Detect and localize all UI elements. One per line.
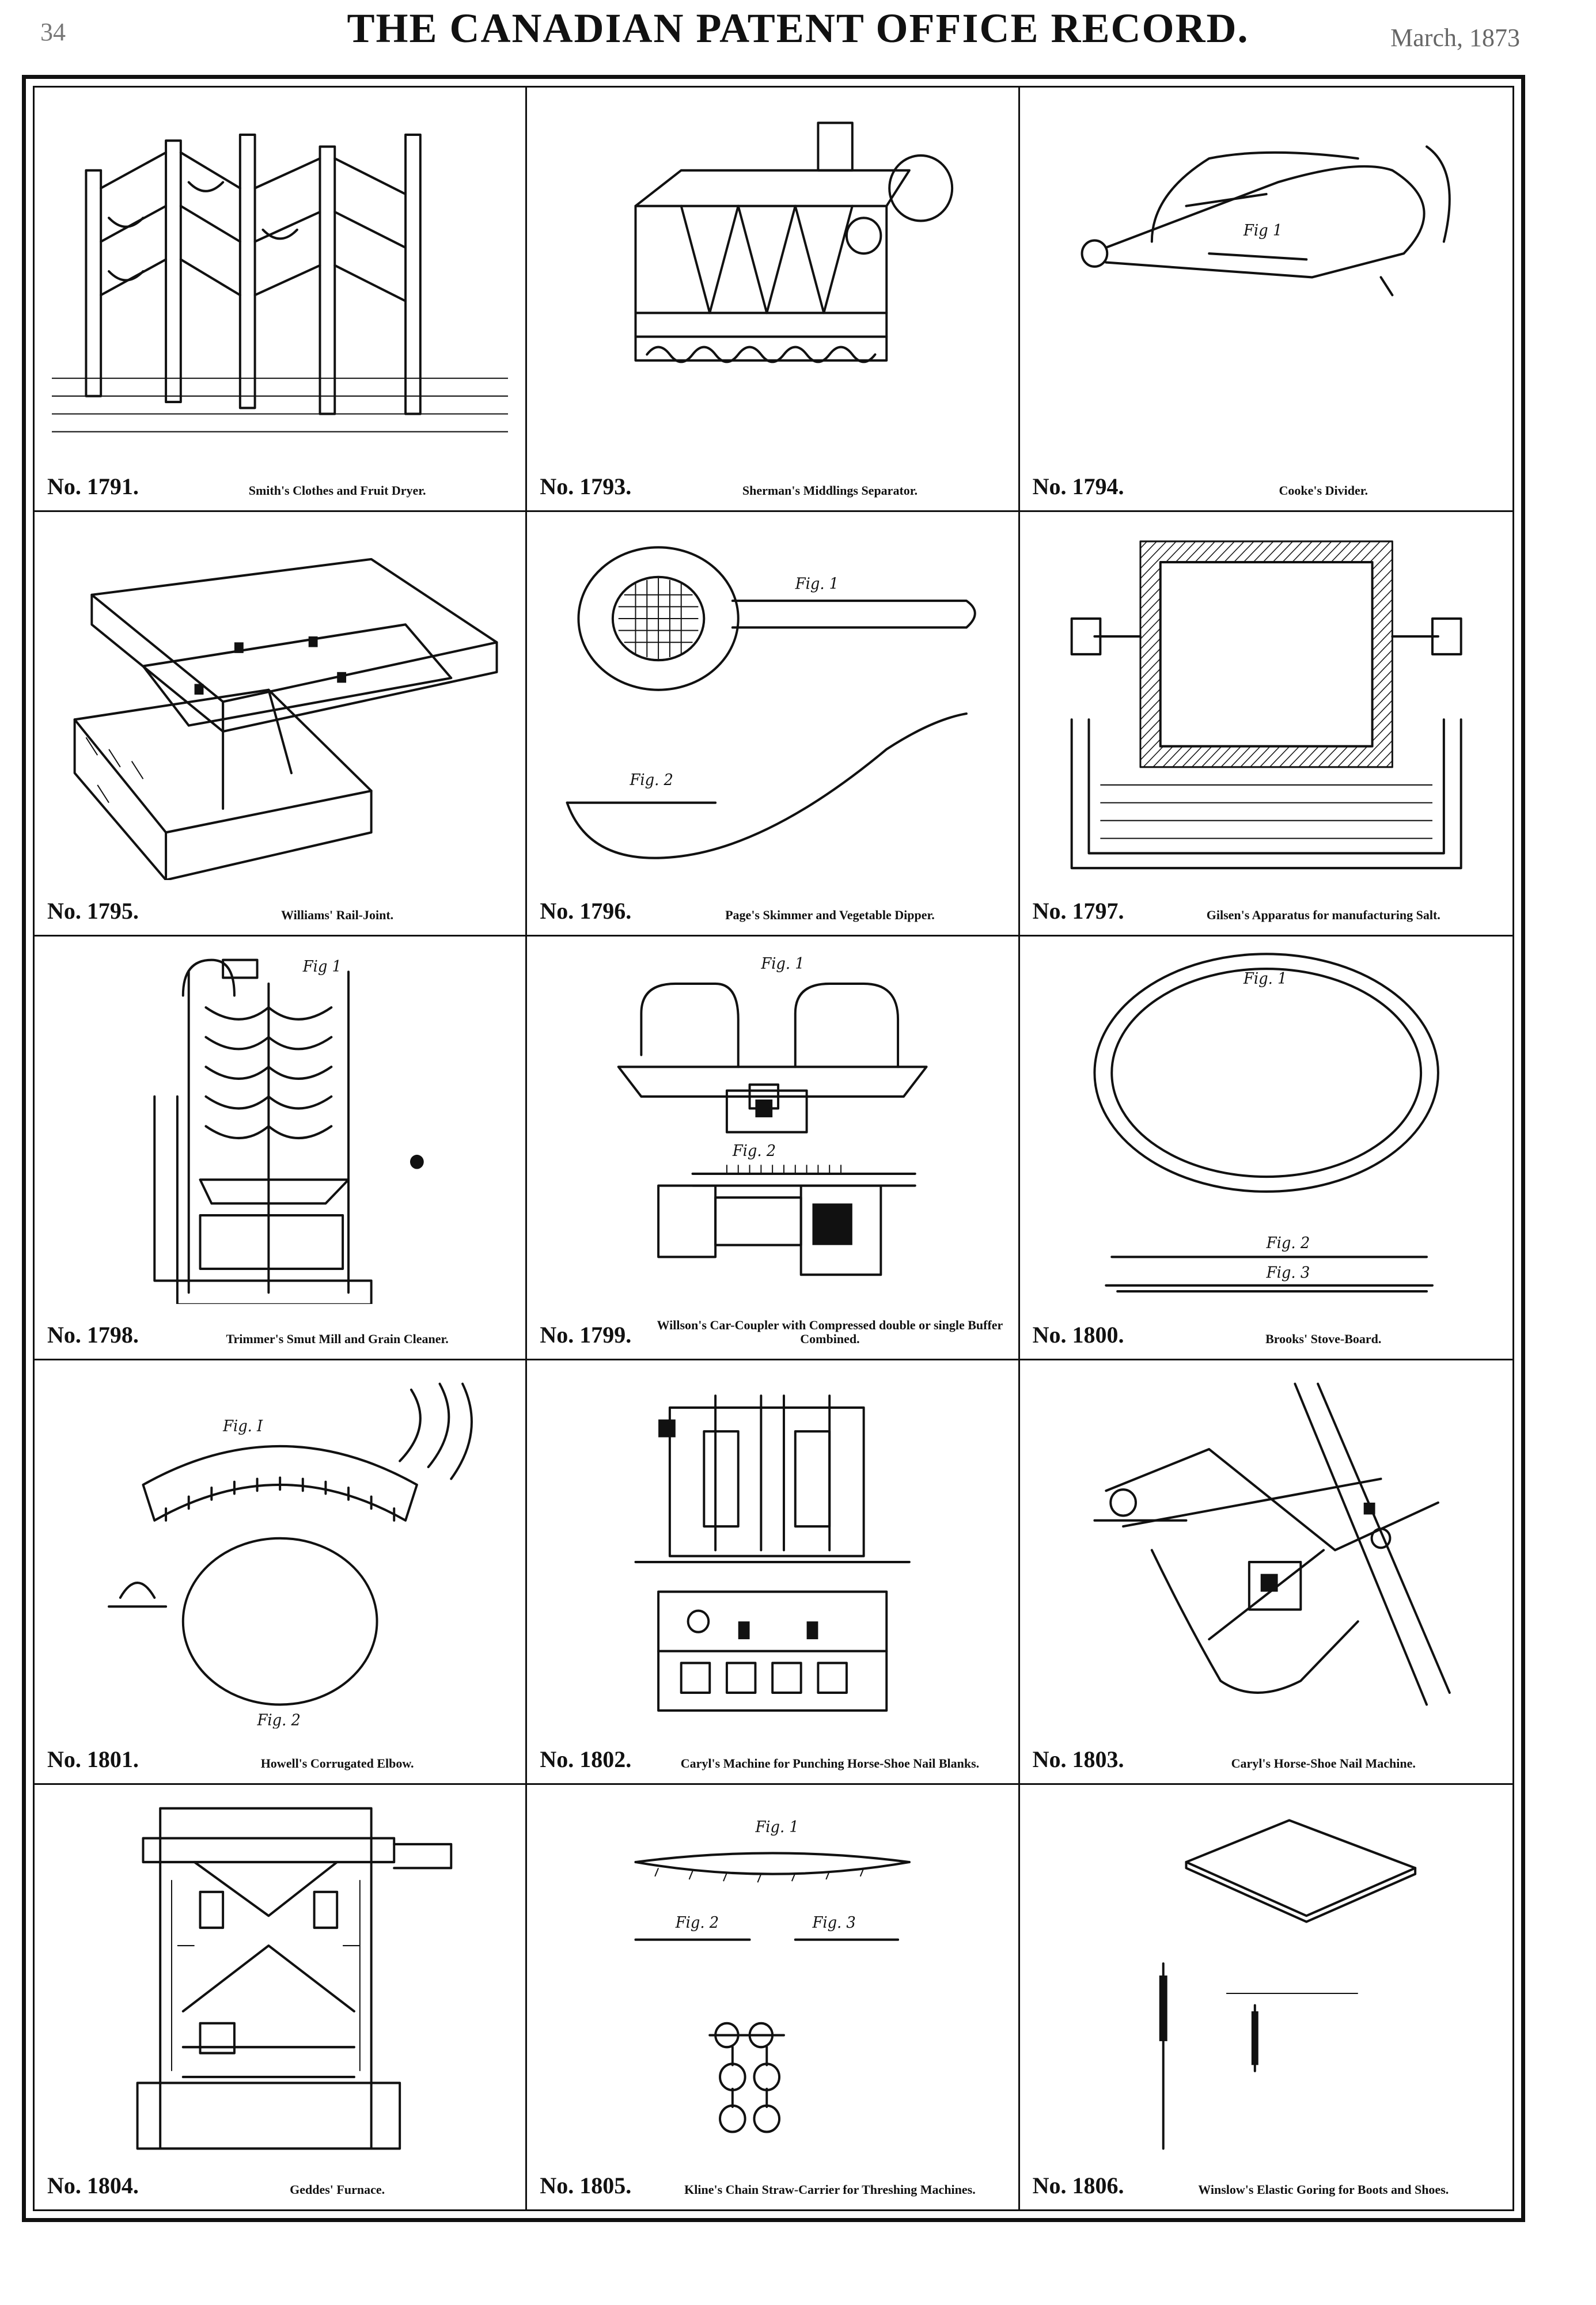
patent-cell-1804: No. 1804. Geddes' Furnace. [35, 1785, 528, 2209]
patent-number: No. 1797. [1032, 897, 1124, 924]
punching-machine-drawing [544, 1372, 1000, 1728]
patent-number: No. 1802. [540, 1746, 632, 1773]
svg-text:Fig. 2: Fig. 2 [257, 1712, 301, 1729]
patent-title: Kline's Chain Straw-Carrier for Threshin… [684, 2182, 976, 2197]
caption-1791: No. 1791. Smith's Clothes and Fruit Drye… [47, 462, 513, 500]
patent-title: Trimmer's Smut Mill and Grain Cleaner. [226, 1332, 449, 1347]
patent-number: No. 1805. [540, 2172, 632, 2198]
patent-title: Cooke's Divider. [1279, 483, 1368, 498]
patent-cell-1794: Fig 1 No. 1794. Cooke's Divider. [1019, 88, 1512, 512]
svg-text:Fig 1: Fig 1 [302, 958, 342, 976]
patent-title: Brooks' Stove-Board. [1265, 1332, 1382, 1347]
patent-number: No. 1806. [1032, 2172, 1124, 2198]
chain-straw-carrier-drawing: Fig. 1 Fig. 2 Fig. 3 [544, 1796, 1000, 2155]
elastic-goring-drawing [1037, 1796, 1495, 2155]
svg-text:Fig. 1: Fig. 1 [795, 575, 839, 593]
rail-joint-drawing [52, 524, 508, 880]
patent-number: No. 1799. [540, 1322, 632, 1348]
patent-cell-1800: Fig. 1 Fig. 2 Fig. 3 No. 1800. Brooks' S… [1019, 937, 1512, 1361]
nail-machine-drawing [1037, 1372, 1495, 1728]
middlings-separator-drawing [544, 99, 1000, 456]
caption-1798: No. 1798. Trimmer's Smut Mill and Grain … [47, 1310, 513, 1348]
svg-text:Fig. 3: Fig. 3 [812, 1914, 856, 1932]
svg-text:Fig. 2: Fig. 2 [732, 1142, 776, 1160]
salt-apparatus-drawing [1037, 524, 1495, 880]
stove-board-drawing: Fig. 1 Fig. 2 Fig. 3 [1037, 948, 1495, 1305]
svg-text:Fig. I: Fig. I [222, 1418, 263, 1436]
patent-cell-1797: No. 1797. Gilsen's Apparatus for manufac… [1019, 512, 1512, 937]
patent-title: Caryl's Horse-Shoe Nail Machine. [1231, 1756, 1416, 1771]
patent-title: Howell's Corrugated Elbow. [260, 1756, 414, 1771]
caption-1796: No. 1796. Page's Skimmer and Vegetable D… [540, 886, 1005, 924]
caption-1801: No. 1801. Howell's Corrugated Elbow. [47, 1735, 513, 1773]
svg-text:Fig. 1: Fig. 1 [755, 1819, 799, 1837]
smut-mill-drawing: Fig 1 [52, 948, 508, 1305]
patent-number: No. 1796. [540, 897, 632, 924]
skimmer-drawing: Fig. 1 Fig. 2 [544, 524, 1000, 880]
patent-number: No. 1793. [540, 473, 632, 499]
patent-cell-1793: No. 1793. Sherman's Middlings Separator. [527, 88, 1020, 512]
page-header: 34 THE CANADIAN PATENT OFFICE RECORD. Ma… [0, 0, 1596, 75]
svg-text:Fig. 2: Fig. 2 [630, 771, 673, 789]
svg-text:Fig. 1: Fig. 1 [1243, 970, 1287, 988]
caption-1803: No. 1803. Caryl's Horse-Shoe Nail Machin… [1033, 1735, 1500, 1773]
patent-title: Sherman's Middlings Separator. [742, 483, 918, 498]
patent-cell-1796: Fig. 1 Fig. 2 No. 1796. Page's Skimmer a… [527, 511, 1020, 937]
svg-text:Fig 1: Fig 1 [1243, 222, 1282, 240]
clothes-dryer-drawing [52, 99, 509, 456]
patent-title: Winslow's Elastic Goring for Boots and S… [1198, 2182, 1449, 2197]
patent-cell-1801: Fig. I Fig. 2 No. 1801. Howell's Corruga… [35, 1360, 528, 1785]
patent-cell-1805: Fig. 1 Fig. 2 Fig. 3 No. 1805. Kline's C… [527, 1785, 1020, 2209]
patent-number: No. 1795. [47, 897, 139, 924]
plate-frame: No. 1791. Smith's Clothes and Fruit Drye… [22, 75, 1525, 2222]
patent-number: No. 1798. [47, 1322, 139, 1348]
svg-text:Fig. 1: Fig. 1 [761, 955, 805, 973]
patent-title: Willson's Car-Coupler with Compressed do… [657, 1318, 1003, 1347]
svg-text:Fig. 2: Fig. 2 [1265, 1234, 1310, 1252]
divider-drawing: Fig 1 [1037, 99, 1495, 456]
caption-1805: No. 1805. Kline's Chain Straw-Carrier fo… [540, 2161, 1005, 2199]
patent-title: Smith's Clothes and Fruit Dryer. [248, 483, 426, 498]
patent-title: Page's Skimmer and Vegetable Dipper. [725, 907, 935, 922]
patent-cell-1791: No. 1791. Smith's Clothes and Fruit Drye… [35, 88, 528, 512]
patent-title: Williams' Rail-Joint. [281, 907, 394, 922]
patent-title: Caryl's Machine for Punching Horse-Shoe … [680, 1756, 980, 1771]
page-number: 34 [40, 18, 66, 46]
car-coupler-drawing: Fig. 1 Fig. 2 [544, 948, 1000, 1305]
caption-1806: No. 1806. Winslow's Elastic Goring for B… [1033, 2161, 1500, 2199]
patent-title: Gilsen's Apparatus for manufacturing Sal… [1206, 907, 1440, 922]
caption-1794: No. 1794. Cooke's Divider. [1033, 462, 1500, 500]
patent-number: No. 1800. [1032, 1322, 1124, 1348]
patent-cell-1795: No. 1795. Williams' Rail-Joint. [35, 511, 528, 937]
patent-cell-1803: No. 1803. Caryl's Horse-Shoe Nail Machin… [1019, 1360, 1512, 1785]
patent-number: No. 1794. [1032, 473, 1124, 499]
caption-1800: No. 1800. Brooks' Stove-Board. [1033, 1310, 1500, 1348]
furnace-drawing [52, 1796, 508, 2155]
patent-cell-1798: Fig 1 No. 1798. Trimmer's Smut Mill and … [35, 936, 528, 1361]
patent-cell-1806: No. 1806. Winslow's Elastic Goring for B… [1020, 1785, 1512, 2209]
corrugated-elbow-drawing: Fig. I Fig. 2 [52, 1372, 508, 1728]
patent-number: No. 1801. [47, 1746, 139, 1773]
caption-1804: No. 1804. Geddes' Furnace. [47, 2161, 513, 2199]
svg-text:Fig. 2: Fig. 2 [675, 1914, 719, 1932]
patent-cell-1802: No. 1802. Caryl's Machine for Punching H… [527, 1360, 1020, 1785]
publication-title: THE CANADIAN PATENT OFFICE RECORD. [347, 5, 1249, 51]
caption-1799: No. 1799. Willson's Car-Coupler with Com… [540, 1310, 1005, 1348]
patent-grid: No. 1791. Smith's Clothes and Fruit Drye… [33, 86, 1514, 2211]
issue-date: March, 1873 [1390, 24, 1520, 52]
caption-1797: No. 1797. Gilsen's Apparatus for manufac… [1033, 886, 1500, 924]
caption-1793: No. 1793. Sherman's Middlings Separator. [540, 462, 1005, 500]
caption-1802: No. 1802. Caryl's Machine for Punching H… [540, 1735, 1005, 1773]
patent-number: No. 1804. [47, 2172, 139, 2198]
svg-text:Fig. 3: Fig. 3 [1265, 1264, 1310, 1282]
patent-number: No. 1791. [47, 473, 139, 499]
patent-number: No. 1803. [1032, 1746, 1124, 1773]
patent-title: Geddes' Furnace. [290, 2182, 385, 2197]
caption-1795: No. 1795. Williams' Rail-Joint. [47, 886, 513, 924]
patent-cell-1799: Fig. 1 Fig. 2 No. 1799. Willson's Car-Co… [527, 936, 1020, 1361]
